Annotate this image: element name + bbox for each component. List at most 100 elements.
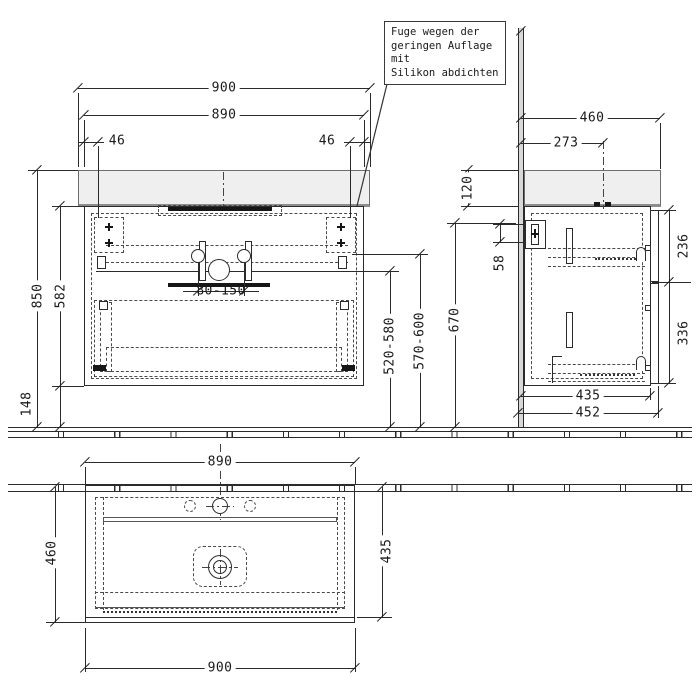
- dim-conn-low: 520-580: [382, 314, 398, 378]
- handle-bar-bottom: [168, 283, 270, 287]
- drawer-bottom-dashed: [106, 347, 342, 372]
- dim-offset-left: 46: [108, 133, 126, 149]
- washbasin-plan: [85, 485, 355, 623]
- ext-line: [658, 386, 660, 418]
- floor-tiles: [8, 430, 692, 438]
- drain-connection: [208, 259, 230, 281]
- ext-line: [357, 617, 392, 618]
- dim-cabinet-height: 582: [53, 280, 69, 312]
- ext-line: [660, 123, 662, 169]
- dim-drain-range: 80-150: [196, 283, 246, 299]
- basin-deck-edge: [103, 517, 337, 522]
- center-line: [223, 172, 224, 208]
- dim-top-front: 236: [676, 233, 692, 259]
- ext-line: [98, 146, 100, 218]
- drain-mark: [605, 202, 611, 206]
- runner-cap: [340, 301, 349, 310]
- dim-cabinet-width-plan: 890: [204, 454, 236, 470]
- drawer-hook: [636, 356, 646, 370]
- drain-mark: [594, 202, 600, 206]
- tap-hole-option-right: [244, 500, 256, 512]
- faucet-crosshair: [206, 506, 234, 507]
- ext-line: [52, 206, 84, 207]
- cabinet-front: [84, 206, 364, 386]
- dim-line: [183, 291, 259, 292]
- floor-line: [8, 427, 692, 429]
- ext-line: [85, 628, 87, 672]
- drawer-dashed-line: [548, 381, 645, 382]
- dim-cabinet-depth: 435: [572, 388, 604, 404]
- ext-line: [652, 282, 691, 283]
- detail-line: [552, 356, 562, 357]
- dim-basin-height: 120: [460, 172, 476, 204]
- cabinet-inner-dashed: [91, 213, 357, 379]
- drawer-dashed-line: [548, 248, 645, 249]
- lower-drawer-dashed: [94, 300, 354, 377]
- basin-dashed-line: [103, 497, 104, 610]
- drawer-bracket: [566, 312, 573, 348]
- drawer-dashed-line: [548, 373, 645, 374]
- mount-bracket-right: [326, 217, 356, 253]
- drawer-front-top: [650, 210, 659, 282]
- tap-hole-option-left: [184, 500, 196, 512]
- ext-line: [652, 210, 676, 211]
- dim-total-width: 900: [208, 80, 240, 96]
- mount-bracket-left: [94, 217, 124, 253]
- basin-front-edge: [85, 617, 355, 618]
- dim-offset-right: 46: [318, 133, 336, 149]
- basin-dashed-line: [337, 497, 338, 610]
- detail-line: [552, 356, 553, 383]
- conn-ref-line-high: [352, 254, 428, 255]
- center-line: [220, 471, 221, 520]
- ext-line: [46, 622, 85, 623]
- ext-line: [364, 120, 366, 167]
- drawer-bracket: [566, 228, 573, 264]
- ext-line: [461, 170, 519, 171]
- annotation-text: Fuge wegen der: [391, 26, 480, 38]
- bracket-cross: [340, 223, 342, 231]
- annotation-callout: Fuge wegen der geringen Auflage mit Sili…: [384, 21, 506, 85]
- ext-line: [28, 170, 78, 171]
- wall-section: [518, 28, 524, 427]
- handle-recess-dashed: [158, 205, 282, 216]
- ext-line: [85, 467, 87, 484]
- washbasin-side: [524, 170, 661, 207]
- ext-line: [461, 206, 519, 207]
- dim-cabinet-depth-plan: 435: [379, 535, 395, 567]
- dim-total-width-plan: 900: [204, 660, 236, 676]
- front-strip-line: [95, 607, 345, 608]
- basin-dashed-line: [95, 592, 345, 593]
- ext-line: [244, 263, 245, 296]
- drain-crosshair: [220, 549, 221, 585]
- ext-line: [355, 628, 357, 672]
- dim-bottom-front: 336: [676, 320, 692, 346]
- dim-bracket-height: 670: [447, 304, 463, 336]
- dim-bracket-offset: 58: [492, 254, 508, 272]
- drain-center-line: [603, 141, 604, 209]
- drawer-slide-right: [342, 365, 355, 371]
- ext-line: [652, 383, 676, 384]
- dim-total-depth: 452: [572, 405, 604, 421]
- ext-line: [198, 263, 199, 296]
- drawer-dashed-line: [548, 257, 645, 258]
- bracket-screw-right: [338, 256, 347, 269]
- dim-drain-offset: 273: [550, 135, 582, 151]
- ext-line: [447, 223, 516, 224]
- runner-cap: [99, 301, 108, 310]
- drawer-front-bottom: [650, 283, 659, 384]
- drawer-knob: [645, 305, 651, 311]
- center-line: [220, 444, 221, 456]
- dim-line: [500, 224, 502, 242]
- ext-line: [52, 386, 84, 387]
- handle-bar-top: [168, 207, 272, 211]
- perforation-dots: [580, 374, 635, 376]
- drawer-knob: [645, 245, 651, 251]
- bracket-screw-left: [97, 256, 106, 269]
- ext-line: [355, 467, 357, 484]
- drawer-dashed-line: [106, 245, 348, 246]
- dim-line: [60, 206, 62, 427]
- bracket-cross: [108, 239, 110, 247]
- annotation-text: Silikon abdichten: [391, 66, 499, 79]
- ext-line: [493, 242, 526, 243]
- dim-cabinet-width: 890: [208, 107, 240, 123]
